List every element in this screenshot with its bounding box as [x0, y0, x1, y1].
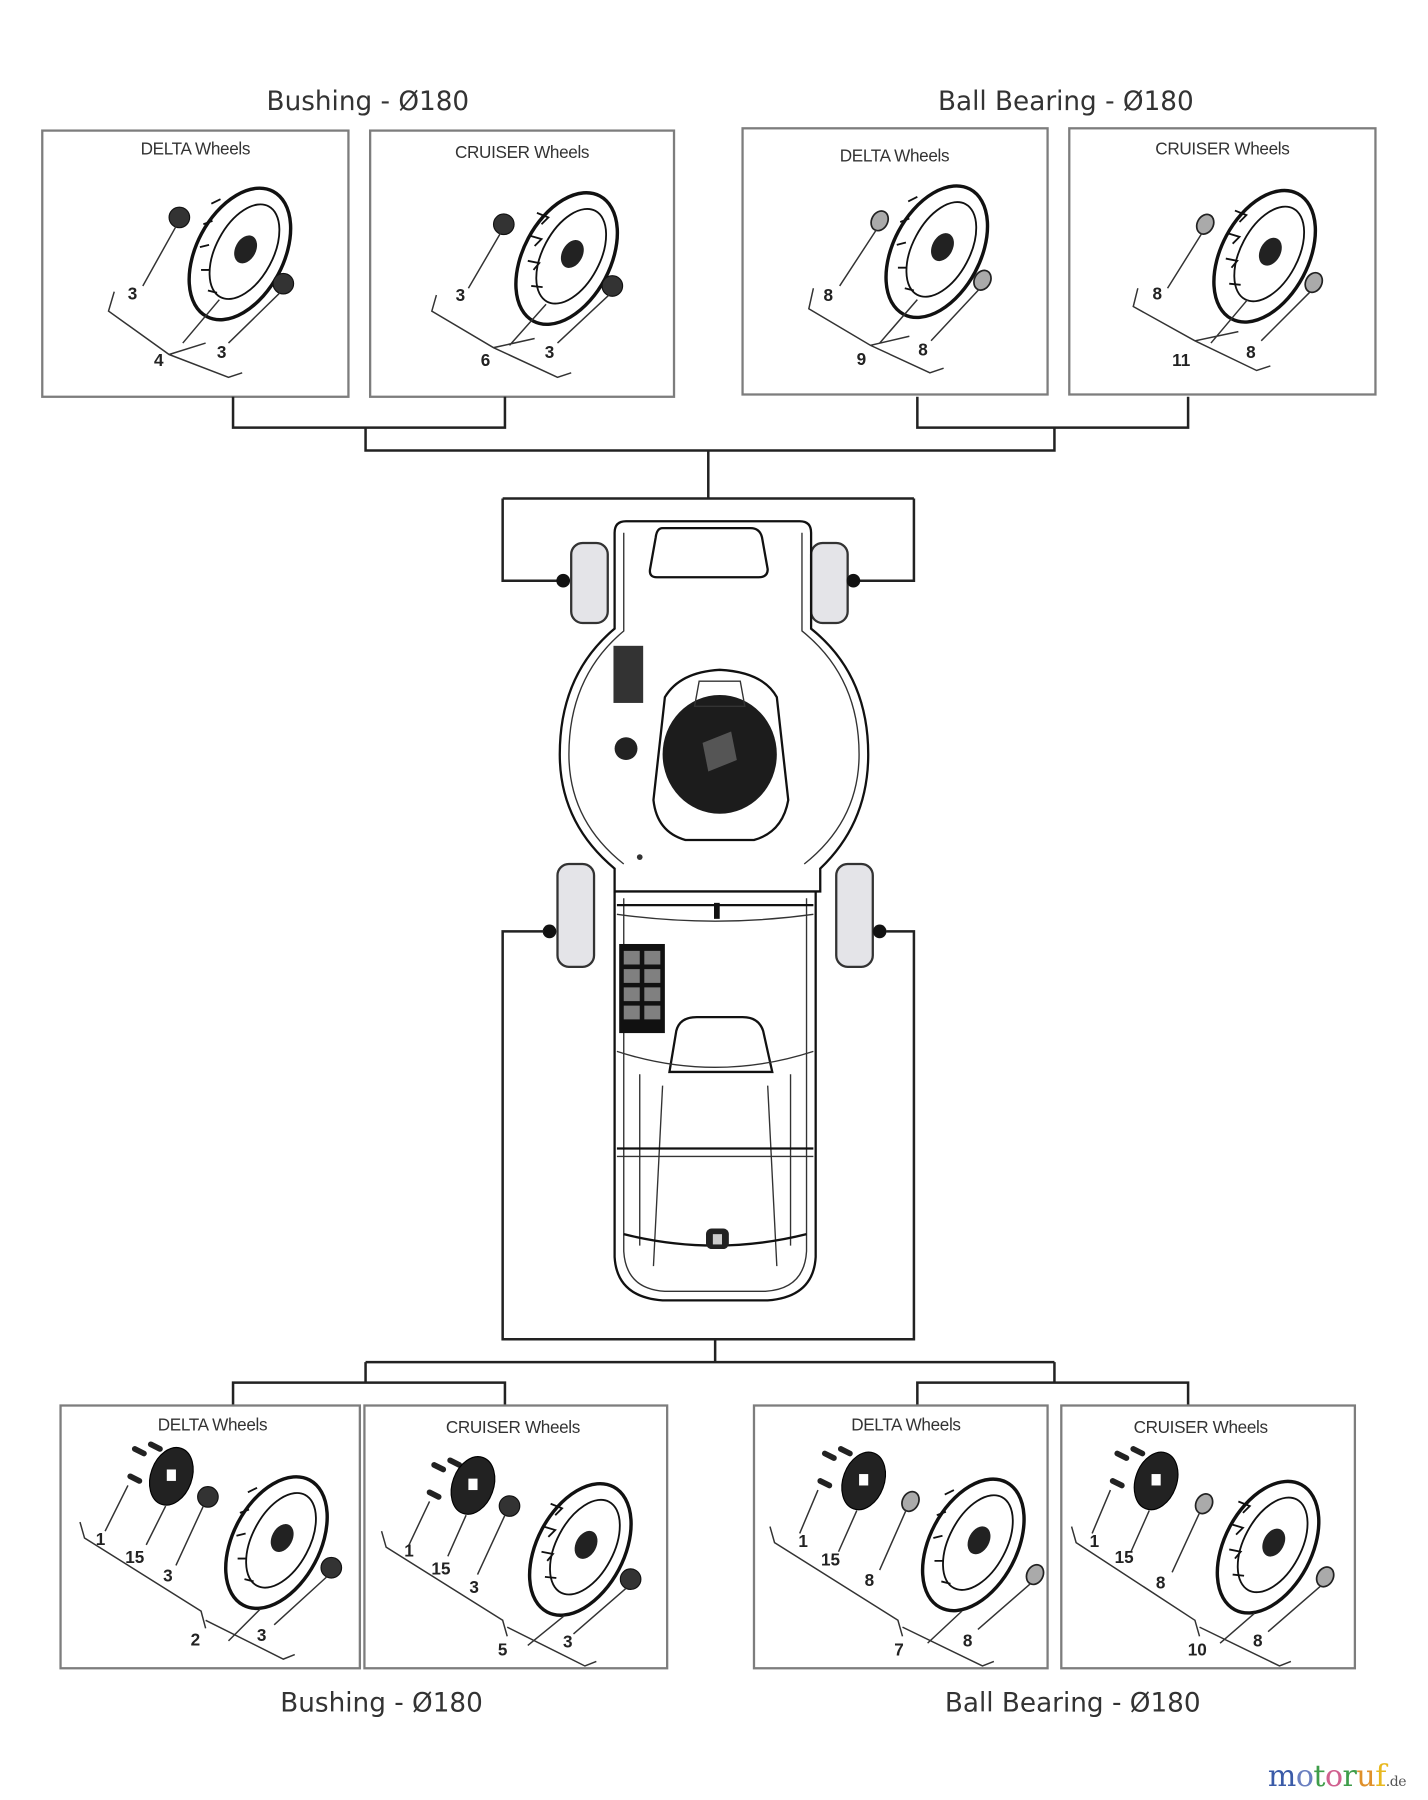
bushing-icon	[619, 1568, 642, 1591]
panel-title: DELTA Wheels	[158, 1415, 267, 1435]
ball-bearing-icon	[870, 210, 890, 232]
connector-lines-bottom	[231, 930, 1190, 1406]
screw-icon	[817, 1446, 853, 1489]
connector-lines-top	[231, 396, 1190, 582]
logo-letter: r	[1342, 1759, 1357, 1794]
bushing-icon	[498, 1495, 521, 1517]
group-title-top-bushing: Bushing - Ø180	[267, 87, 470, 117]
logo-letter: o	[1324, 1759, 1343, 1794]
part-number: 15	[431, 1559, 451, 1579]
panel-bottom-ball-bearing-delta[interactable]: DELTA Wheels 1 15 8 7 8	[752, 1404, 1049, 1670]
part-number: 2	[191, 1629, 201, 1649]
part-number: 3	[128, 284, 138, 304]
bushing-icon	[197, 1486, 219, 1508]
part-number: 1	[1090, 1531, 1100, 1551]
logo-letter: u	[1356, 1759, 1376, 1794]
part-number: 10	[1188, 1640, 1207, 1660]
front-right-wheel[interactable]	[809, 541, 849, 625]
panel-title: CRUISER Wheels	[1134, 1417, 1268, 1437]
wheel-delta-icon	[187, 186, 293, 322]
ball-bearing-icon	[1304, 271, 1324, 294]
ball-bearing-icon	[973, 269, 992, 291]
motoruf-logo[interactable]: motoruf.de	[1267, 1759, 1407, 1794]
part-number: 8	[1246, 342, 1256, 362]
part-number: 1	[798, 1531, 808, 1551]
part-number: 8	[963, 1631, 973, 1651]
bushing-icon	[272, 272, 295, 295]
panel-bottom-bushing-cruiser[interactable]: CRUISER Wheels 1 15 3 5 3	[363, 1404, 669, 1670]
part-number: 7	[894, 1640, 904, 1660]
group-title-bottom-ball-bearing: Ball Bearing - Ø180	[945, 1689, 1201, 1719]
part-number: 8	[823, 285, 833, 305]
wheel-cruiser-icon	[1215, 1479, 1321, 1615]
part-number: 3	[456, 285, 466, 305]
part-number: 15	[1115, 1547, 1135, 1567]
logo-letter: f	[1375, 1759, 1386, 1794]
part-number: 15	[821, 1549, 841, 1569]
screw-icon	[1109, 1446, 1146, 1489]
rear-left-wheel[interactable]	[556, 862, 596, 968]
part-number: 3	[545, 342, 555, 362]
panel-title: DELTA Wheels	[141, 139, 250, 159]
panel-title: CRUISER Wheels	[455, 142, 589, 162]
panel-title: DELTA Wheels	[840, 145, 949, 165]
bushing-icon	[492, 213, 515, 236]
panel-bottom-bushing-delta[interactable]: DELTA Wheels 1 15 3 2 3	[59, 1404, 361, 1670]
panel-top-ball-bearing-delta[interactable]: DELTA Wheels 8 9 8	[741, 127, 1049, 396]
logo-letter: m	[1267, 1759, 1296, 1794]
logo-letter: o	[1295, 1759, 1314, 1794]
part-number: 15	[125, 1547, 145, 1567]
part-number: 9	[857, 349, 867, 369]
panel-bottom-ball-bearing-cruiser[interactable]: CRUISER Wheels 1 15 8 10 8	[1060, 1404, 1357, 1670]
part-number: 11	[1172, 350, 1191, 370]
bushing-icon	[601, 275, 624, 297]
part-number: 5	[498, 1640, 508, 1660]
part-number: 3	[163, 1565, 173, 1585]
part-number: 3	[469, 1577, 479, 1597]
panel-title: DELTA Wheels	[851, 1415, 960, 1435]
wheel-cruiser-icon	[514, 191, 620, 327]
panel-top-ball-bearing-cruiser[interactable]: CRUISER Wheels 8 11 8	[1068, 127, 1377, 396]
lawn-mower-top-view	[542, 520, 887, 1302]
wheel-cruiser-icon	[527, 1481, 633, 1617]
part-number: 1	[404, 1540, 414, 1560]
ball-bearing-icon	[1195, 213, 1215, 235]
wheel-delta-icon	[884, 184, 990, 320]
part-number: 8	[918, 340, 928, 360]
wheel-delta-icon	[224, 1475, 329, 1611]
part-number: 8	[1152, 284, 1162, 304]
part-number: 6	[481, 350, 491, 370]
part-number: 3	[257, 1625, 267, 1645]
logo-letter: t	[1313, 1759, 1325, 1794]
part-number: 3	[563, 1632, 573, 1652]
group-title-bottom-bushing: Bushing - Ø180	[280, 1689, 483, 1719]
screw-icon	[127, 1441, 163, 1484]
logo-tld: .de	[1385, 1774, 1407, 1790]
panel-title: CRUISER Wheels	[446, 1417, 580, 1437]
part-number: 8	[1156, 1572, 1166, 1592]
part-number: 8	[1253, 1631, 1263, 1651]
part-number: 1	[96, 1529, 106, 1549]
group-title-top-ball-bearing: Ball Bearing - Ø180	[938, 87, 1194, 117]
front-left-wheel[interactable]	[570, 541, 609, 625]
wheel-cruiser-icon	[1212, 188, 1318, 324]
screw-icon	[426, 1457, 463, 1500]
part-number: 3	[217, 342, 227, 362]
part-number: 4	[154, 350, 164, 370]
part-number: 8	[865, 1570, 875, 1590]
panel-title: CRUISER Wheels	[1155, 139, 1289, 159]
wheel-delta-icon	[920, 1477, 1026, 1613]
panel-top-bushing-delta[interactable]: DELTA Wheels 3 4 3	[41, 129, 350, 398]
bushing-icon	[168, 206, 191, 229]
rear-right-wheel[interactable]	[835, 862, 874, 968]
bushing-icon	[320, 1556, 343, 1579]
panel-top-bushing-cruiser[interactable]: CRUISER Wheels 3 6 3	[368, 129, 676, 398]
